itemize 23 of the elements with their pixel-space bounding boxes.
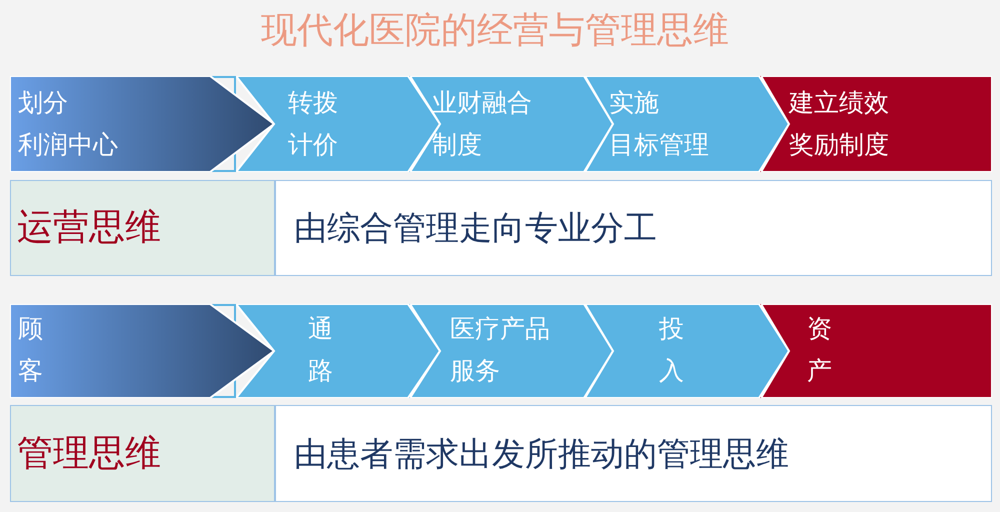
chevron-step (761, 76, 992, 172)
description-box: 由患者需求出发所推动的管理思维 (275, 405, 992, 502)
step-label: 顾客 (18, 313, 43, 387)
category-box: 管理思维 (10, 405, 275, 502)
chevron-step (236, 304, 440, 398)
chevron-step (10, 76, 274, 172)
chevron-step (585, 76, 789, 172)
description-box: 由综合管理走向专业分工 (275, 180, 992, 276)
title: 现代化医院的经营与管理思维 (260, 9, 730, 53)
step-label: 实施目标管理 (609, 87, 709, 161)
step-label: 划分利润中心 (18, 87, 118, 161)
chevron-step (410, 304, 613, 398)
step-label: 医疗产品服务 (450, 313, 550, 387)
step-label: 转拨计价 (288, 87, 338, 161)
step-label: 通路 (308, 313, 333, 387)
step-label: 业财融合制度 (432, 87, 532, 161)
step-label: 投入 (659, 313, 684, 387)
step-label: 建立绩效奖励制度 (789, 87, 889, 161)
chevron-step (761, 304, 992, 398)
category-box: 运营思维 (10, 180, 275, 276)
chevron-step (10, 304, 274, 398)
chevron-step (585, 304, 789, 398)
step-label: 资产 (807, 313, 832, 387)
